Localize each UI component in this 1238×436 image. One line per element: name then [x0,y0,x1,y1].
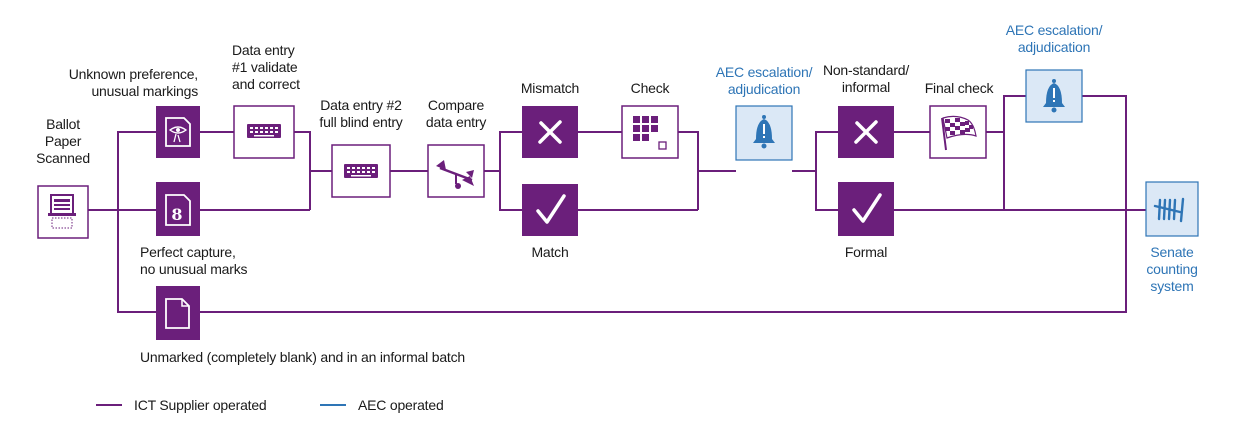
connector-split2-v [815,131,838,171]
mismatch-label: Mismatch [520,80,580,96]
connector-split-match [499,171,522,211]
aec-escalation-1-label: AEC escalation/ adjudication [715,64,813,97]
unknown-preference-node [156,106,200,158]
scale-icon [436,160,474,189]
aec-escalation-2-node [1025,69,1083,123]
ballot-scanned-node [37,185,89,239]
bell-icon [753,115,775,149]
connector-split-mismatch [499,131,522,171]
unmarked-label: Unmarked (completely blank) and in an in… [140,349,465,365]
bell-icon [1043,79,1065,113]
senate-counting-node [1145,181,1199,237]
senate-counting-label: Senate counting system [1146,244,1198,294]
check-label: Check [630,80,670,96]
cross-icon [538,120,562,144]
tally-icon [1153,197,1185,223]
scanned-ballot-icon [48,194,76,229]
number-eight-document-icon: 8 [165,194,191,226]
aec-escalation-2-label: AEC escalation/ adjudication [1005,22,1103,55]
legend-label-aec: AEC operated [358,397,444,413]
grid-check-icon [633,116,667,150]
connector-check-merge [678,131,699,210]
perfect-capture-node: 8 [156,182,200,236]
nonstandard-label: Non-standard/ informal [822,62,910,95]
keyboard-icon [247,124,281,138]
checkered-flag-icon [941,115,977,151]
connector-final-aec2 [986,95,1026,133]
final-check-node [929,105,987,159]
final-check-label: Final check [924,80,994,96]
aec-escalation-1-node [735,105,793,161]
connector-entry1-merge [294,131,311,210]
match-label: Match [531,244,569,260]
connectors [88,95,1146,313]
check-node [621,105,679,159]
connector-ballot-unmarked [88,209,156,313]
connector-unmarked-senate [200,210,1127,313]
blank-document-icon [165,298,190,329]
eye-document-icon [165,117,191,147]
keyboard-icon [344,164,378,178]
data-entry-2-node [331,144,391,198]
legend-label-supplier: ICT Supplier operated [134,397,267,413]
perfect-capture-label: Perfect capture, no unusual marks [140,244,248,277]
check-icon [852,193,882,223]
unmarked-node [156,286,200,340]
compare-node [427,144,485,198]
svg-text:8: 8 [171,205,182,224]
connector-aec2-out [1082,95,1127,210]
unknown-preference-label: Unknown preference, unusual markings [68,66,198,99]
mismatch-node [522,106,578,158]
ballot-label: Ballot Paper Scanned [36,116,90,166]
data-entry-1-node [233,105,295,159]
match-node [522,184,578,236]
formal-node [838,182,894,236]
cross-icon [854,120,878,144]
formal-label: Formal [844,244,888,260]
compare-label: Compare data entry [425,97,487,130]
check-icon [536,194,566,224]
connector-ballot-unknown [88,131,156,211]
connector-split2-formal [815,171,838,211]
data-entry-1-label: Data entry #1 validate and correct [232,42,300,92]
data-entry-2-label: Data entry #2 full blind entry [319,97,403,130]
nonstandard-node [838,106,894,158]
